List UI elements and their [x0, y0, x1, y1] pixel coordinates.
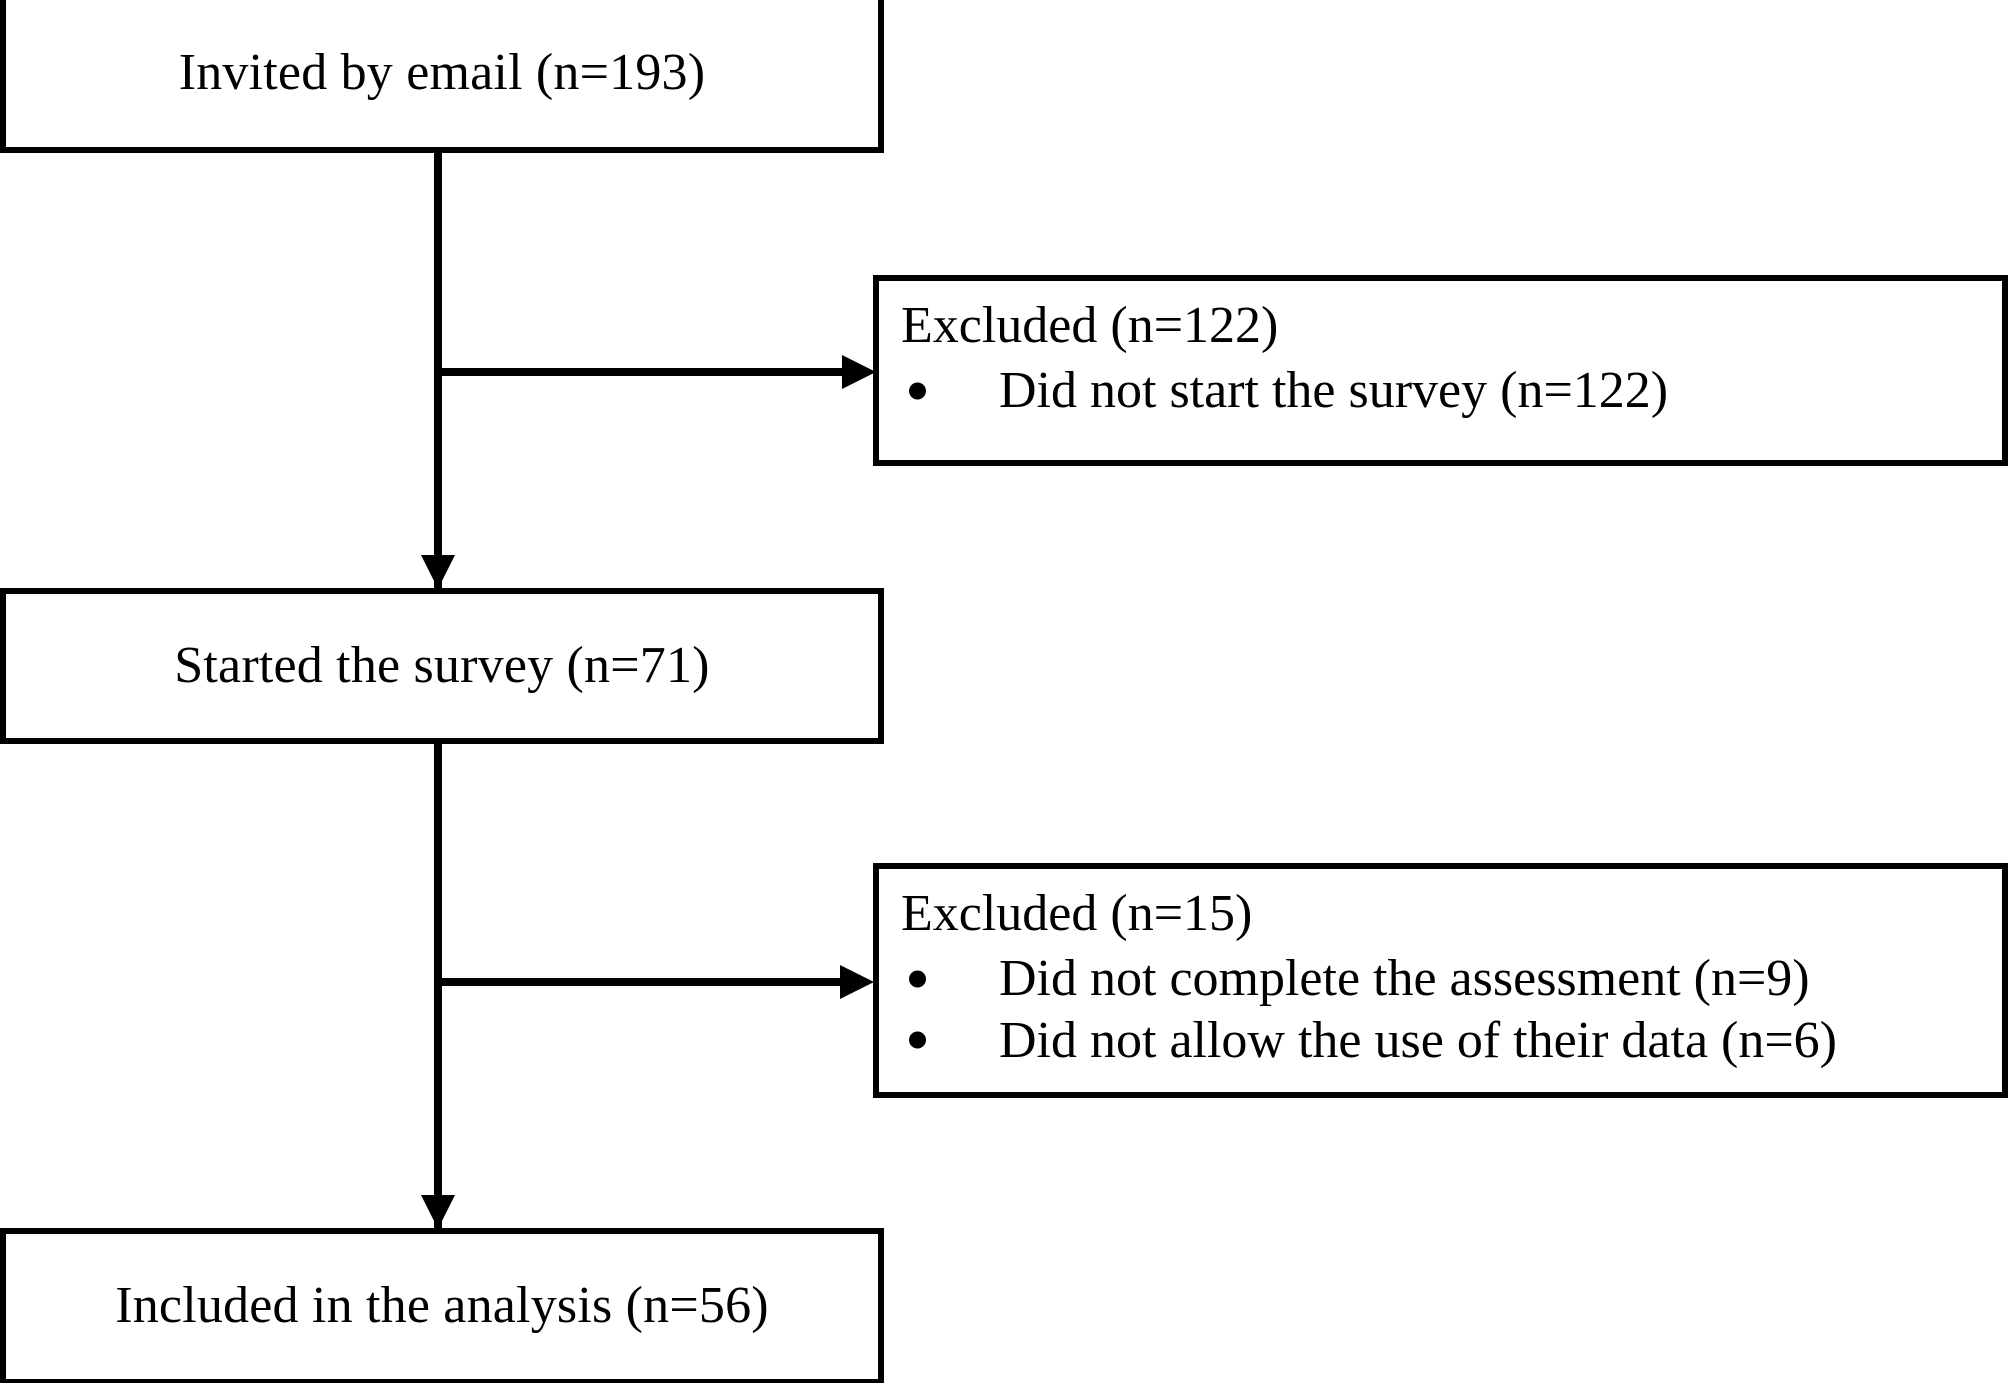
- node-excluded-15-reason-list: Did not complete the assessment (n=9) Di…: [901, 948, 2002, 1071]
- node-invited-by-email: Invited by email (n=193): [0, 0, 884, 153]
- node-included-in-the-analysis-label: Included in the analysis (n=56): [115, 1277, 769, 1335]
- connector-invited-to-excluded1-arrowhead: [842, 355, 876, 389]
- connector-started-to-excluded2-line: [438, 978, 840, 986]
- bullet-icon: [909, 970, 926, 988]
- list-item: Did not complete the assessment (n=9): [901, 948, 2002, 1009]
- bullet-icon: [909, 382, 926, 400]
- connector-started-to-included-line: [434, 743, 442, 1231]
- node-invited-by-email-label: Invited by email (n=193): [178, 44, 706, 102]
- node-started-the-survey: Started the survey (n=71): [0, 588, 884, 744]
- node-excluded-122-reason-list: Did not start the survey (n=122): [901, 360, 2002, 421]
- list-item-label: Did not allow the use of their data (n=6…: [999, 1011, 1837, 1069]
- node-included-in-the-analysis: Included in the analysis (n=56): [0, 1228, 884, 1383]
- node-excluded-15: Excluded (n=15) Did not complete the ass…: [873, 863, 2008, 1098]
- node-excluded-15-title: Excluded (n=15): [901, 885, 1253, 942]
- list-item: Did not start the survey (n=122): [901, 360, 2002, 421]
- connector-invited-to-excluded1-line: [438, 368, 842, 376]
- list-item: Did not allow the use of their data (n=6…: [901, 1010, 2002, 1071]
- node-started-the-survey-label: Started the survey (n=71): [174, 636, 710, 694]
- connector-started-to-excluded2-arrowhead: [840, 965, 874, 999]
- node-excluded-122-title: Excluded (n=122): [901, 297, 1279, 354]
- connector-invited-to-started-arrowhead: [421, 555, 455, 589]
- list-item-label: Did not complete the assessment (n=9): [999, 950, 1810, 1008]
- node-excluded-122: Excluded (n=122) Did not start the surve…: [873, 275, 2008, 466]
- connector-started-to-included-arrowhead: [421, 1195, 455, 1229]
- list-item-label: Did not start the survey (n=122): [999, 362, 1669, 420]
- bullet-icon: [909, 1031, 926, 1049]
